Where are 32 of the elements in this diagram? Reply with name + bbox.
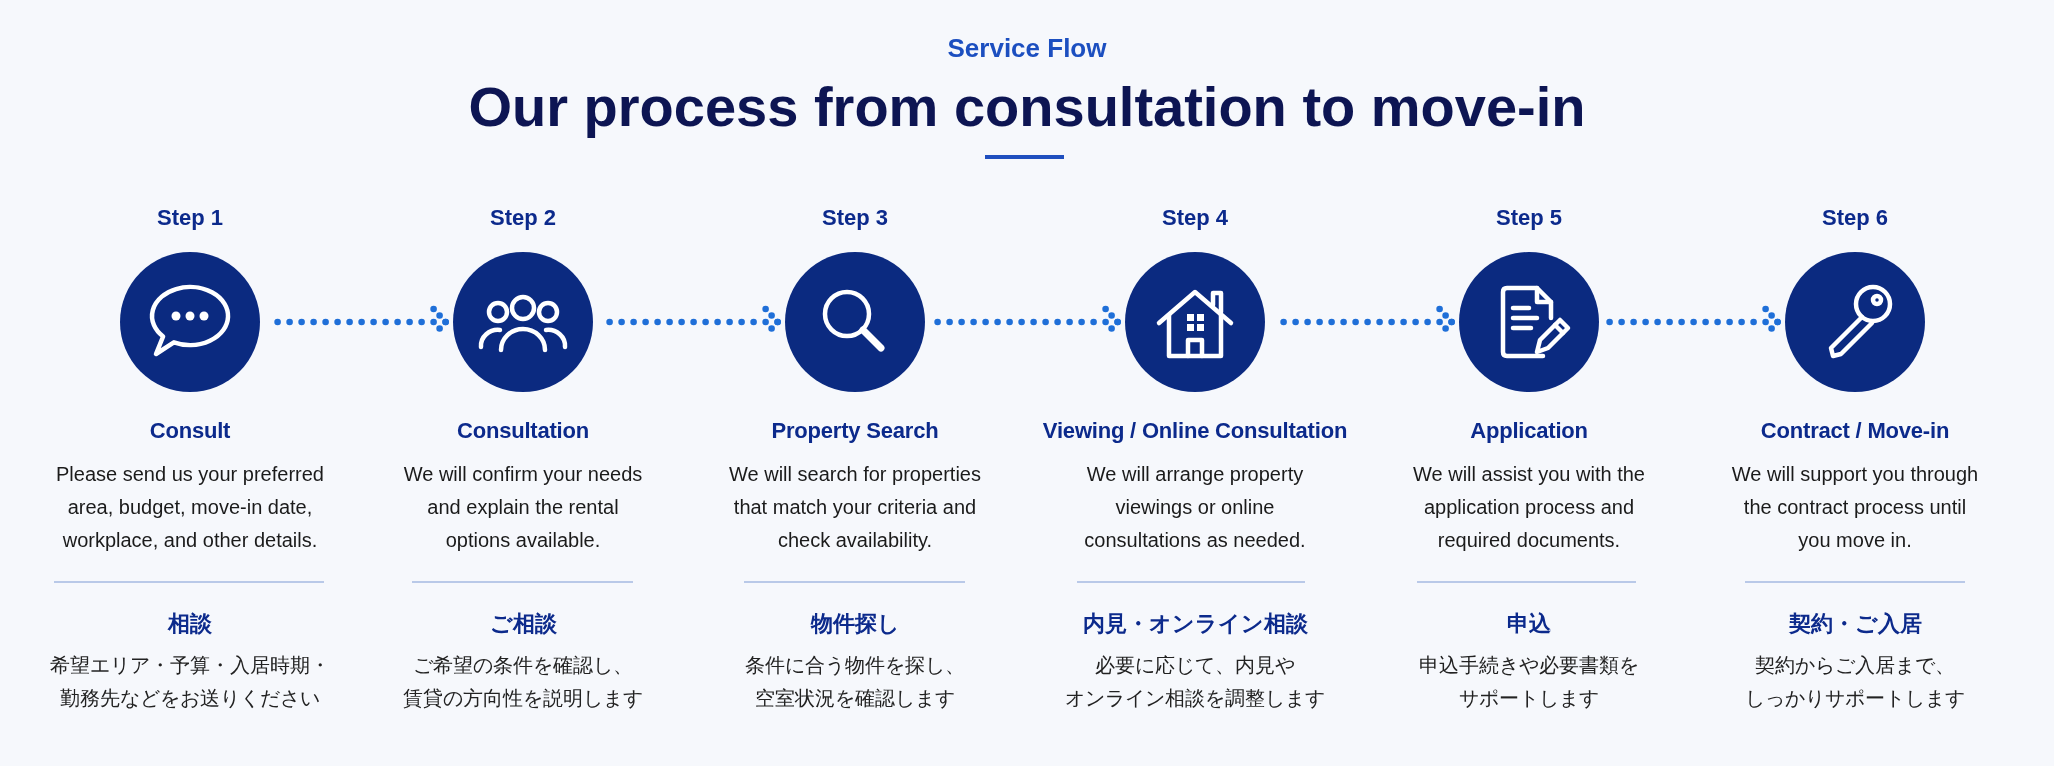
step-title: Consult — [149, 417, 231, 445]
step-title: Application — [1470, 417, 1588, 445]
step-label: Step 5 — [1496, 205, 1562, 231]
step-title: Property Search — [771, 417, 939, 445]
step-title: 申込 — [1507, 610, 1551, 638]
step-description: We will search for properties that match your criteria and check availability. — [729, 462, 981, 553]
step-title: 相談 — [168, 610, 212, 638]
step-description: We will confirm your needs and explain the rental options available. — [403, 462, 643, 553]
step-label: Step 3 — [822, 205, 888, 231]
step-description: 希望エリア・予算・入居時期・勤務先などをお送りください — [50, 653, 330, 711]
step-label: Step 4 — [1162, 205, 1228, 231]
step-description: We will assist you with the application process and required documents. — [1413, 462, 1645, 553]
step-description: We will arrange property viewings or online consultations as needed. — [1084, 462, 1306, 553]
step-title: ご相談 — [489, 610, 557, 638]
step-title: 内見・オンライン相談 — [1082, 610, 1308, 638]
page-title: Our process from consultation to move-in — [468, 75, 1586, 139]
step-label: Step 2 — [490, 205, 556, 231]
step-title: Viewing / Online Consultation — [1042, 417, 1348, 445]
step-description: 契約からご入居まで、しっかりサポートします — [1745, 653, 1965, 711]
step-description: 申込手続きや必要書類をサポートします — [1419, 653, 1639, 711]
step-title: Contract / Move-in — [1760, 417, 1950, 445]
step-description: We will support you through the contract process until you move in. — [1731, 462, 1979, 553]
step-label: Step 6 — [1822, 205, 1888, 231]
step-description: 必要に応じて、内見やオンライン相談を調整します — [1065, 653, 1325, 711]
step-title: 契約・ご入居 — [1788, 610, 1922, 638]
step-title: 物件探し — [810, 610, 900, 638]
step-description: ご希望の条件を確認し、賃貸の方向性を説明します — [403, 653, 643, 711]
step-description: Please send us your preferred area, budget, move-in date, workplace, and other details. — [56, 462, 324, 553]
section-label: Service Flow — [947, 33, 1107, 63]
step-description: 条件に合う物件を探し、空室状況を確認します — [745, 653, 965, 711]
step-title: Consultation — [457, 417, 589, 445]
step-label: Step 1 — [157, 205, 223, 231]
